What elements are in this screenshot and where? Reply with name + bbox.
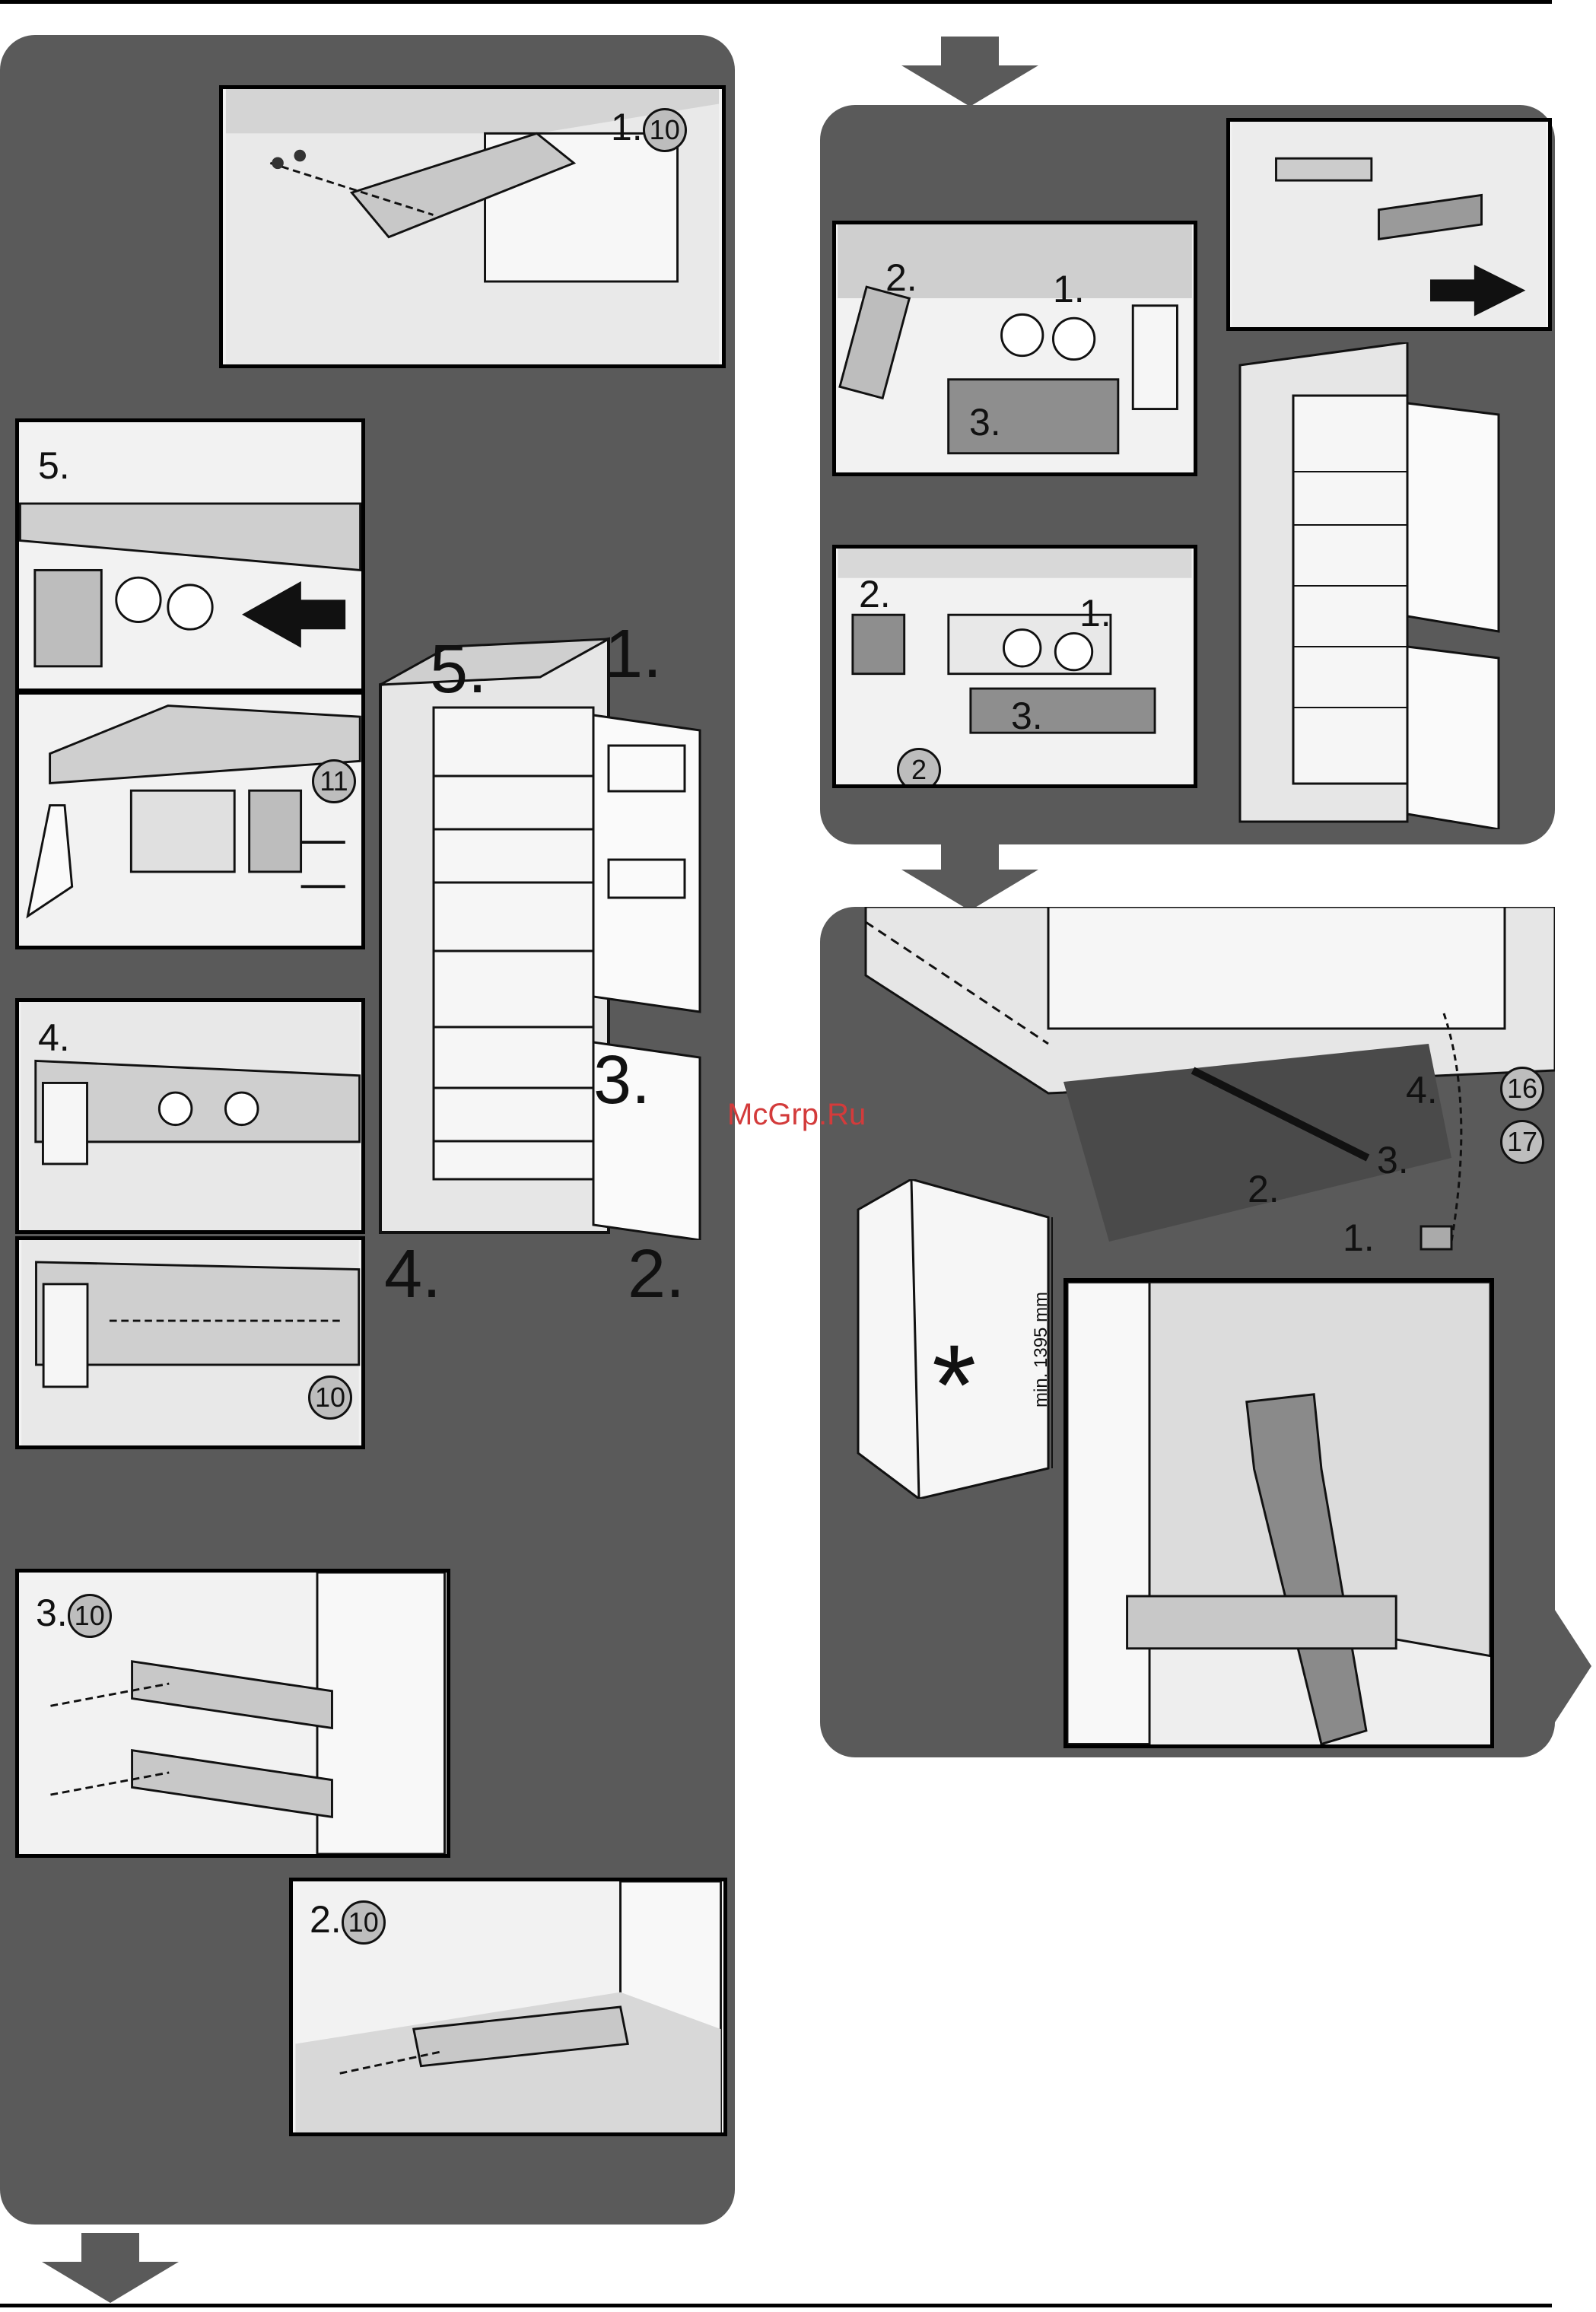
cover-step-3: 3. bbox=[969, 403, 1001, 441]
circled-11-wrap: 11 bbox=[312, 759, 356, 803]
vent-step-2: 2. bbox=[1248, 1170, 1280, 1208]
circled-2: 2 bbox=[897, 748, 941, 788]
detail-bottom-cover: 2. 1. 3. 2 bbox=[832, 545, 1197, 788]
top-rule bbox=[0, 0, 1552, 4]
circled-17: 17 bbox=[1500, 1120, 1544, 1164]
bottom-cover-step-1: 1. bbox=[1079, 594, 1111, 632]
bottom-cover-step-2: 2. bbox=[859, 575, 891, 613]
detail-step-5: 5. bbox=[15, 418, 365, 692]
step-label-2: 2. bbox=[628, 1240, 685, 1309]
right-arrow bbox=[1521, 1605, 1591, 1727]
circled-16-wrap: 16 bbox=[1500, 1067, 1544, 1111]
circled-2-wrap: 2 bbox=[897, 748, 941, 788]
watermark: McGrp.Ru bbox=[727, 1098, 866, 1132]
detail-step-4: 4. bbox=[15, 998, 365, 1234]
vent-step-3: 3. bbox=[1377, 1141, 1409, 1179]
detail-step-4-screw: 10 bbox=[15, 1236, 365, 1449]
down-arrow-middle-right bbox=[901, 841, 1038, 911]
circled-10-wrap: 10 bbox=[308, 1375, 352, 1420]
detail-hinge-3: 3.10 bbox=[15, 1569, 450, 1858]
detail-top-hinge: 1.10 bbox=[219, 85, 726, 368]
vent-step-4: 4. bbox=[1406, 1071, 1438, 1109]
step-label-1: 1. bbox=[605, 620, 662, 689]
step-label-5: 5. bbox=[430, 635, 487, 704]
label-text-3: 3. bbox=[36, 1592, 68, 1634]
niche-dimension: min. 1395 mm bbox=[1031, 1292, 1052, 1407]
vent-step-1: 1. bbox=[1343, 1219, 1375, 1257]
down-arrow-top-right bbox=[901, 37, 1038, 107]
step-4-label: 4. bbox=[38, 1019, 70, 1057]
cover-step-2: 2. bbox=[885, 259, 917, 297]
step-label-3: 3. bbox=[593, 1046, 650, 1115]
circled-17-wrap: 17 bbox=[1500, 1120, 1544, 1164]
step-label-4: 4. bbox=[384, 1240, 441, 1309]
label-text: 1. bbox=[611, 106, 643, 148]
detail-hinge-2: 2.10 bbox=[289, 1878, 727, 2136]
label-text-2: 2. bbox=[310, 1898, 342, 1941]
hinge-3-label: 3.10 bbox=[36, 1594, 112, 1638]
fridge-illustration bbox=[358, 631, 753, 1240]
circled-10-d: 10 bbox=[342, 1900, 386, 1945]
down-arrow-bottom-left bbox=[42, 2233, 179, 2303]
hinge-2-label: 2.10 bbox=[310, 1900, 386, 1945]
circled-16: 16 bbox=[1500, 1067, 1544, 1111]
cover-step-1: 1. bbox=[1053, 270, 1085, 308]
circled-10-b: 10 bbox=[308, 1375, 352, 1420]
circled-11: 11 bbox=[312, 759, 356, 803]
hinge-step-label: 1.10 bbox=[611, 108, 687, 152]
bottom-rule bbox=[0, 2304, 1552, 2307]
asterisk-symbol: * bbox=[932, 1328, 976, 1442]
circled-10: 10 bbox=[643, 108, 687, 152]
detail-vent-grille bbox=[1063, 1278, 1494, 1748]
step-5-label: 5. bbox=[38, 447, 70, 485]
detail-step-11: 11 bbox=[15, 691, 365, 949]
fridge-illustration-right bbox=[1232, 342, 1506, 829]
detail-top-cover: 2. 1. 3. bbox=[832, 221, 1197, 476]
detail-top-vent bbox=[1226, 118, 1552, 331]
circled-10-c: 10 bbox=[68, 1594, 112, 1638]
bottom-cover-step-3: 3. bbox=[1011, 697, 1043, 735]
